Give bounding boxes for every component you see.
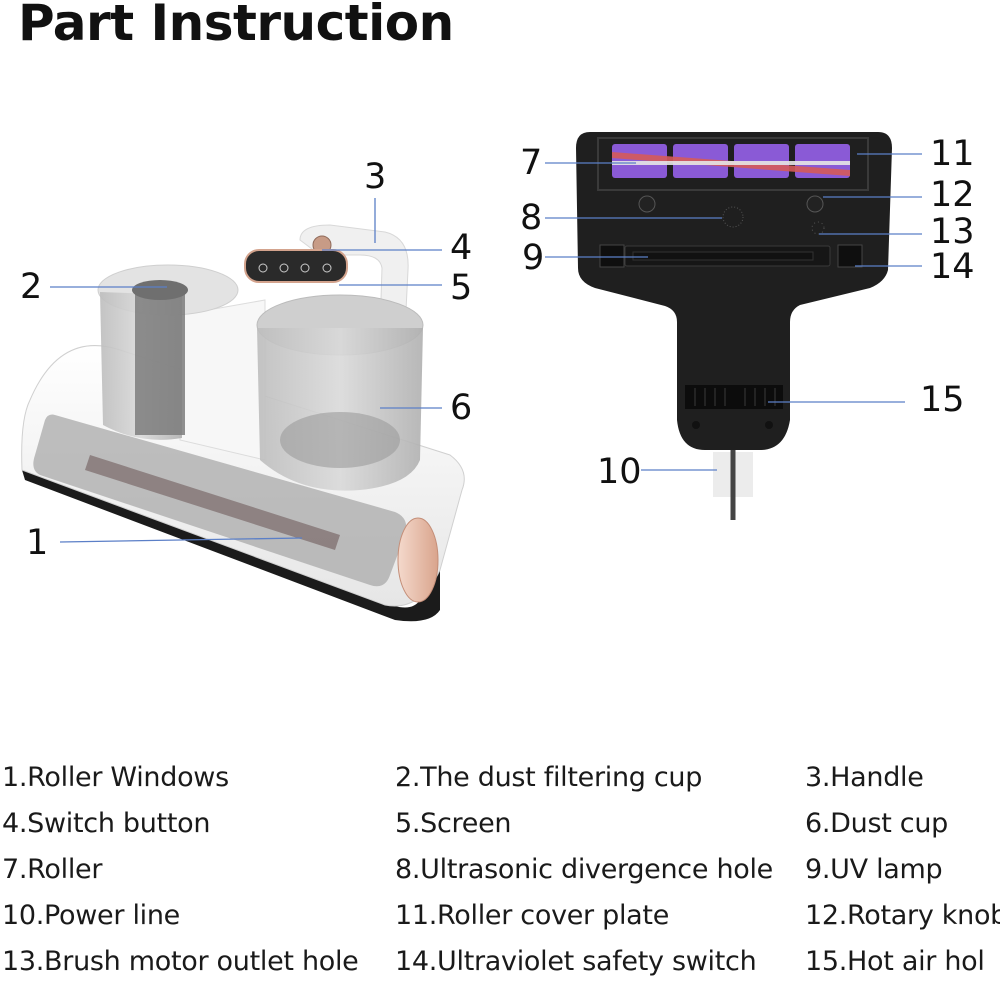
- legend-item: 14.Ultraviolet safety switch: [395, 946, 757, 977]
- mite-cleaner-front-view: [21, 224, 465, 622]
- legend-item: 6.Dust cup: [805, 808, 948, 839]
- leader-lines: [50, 153, 922, 543]
- callout-9: 9: [522, 238, 545, 278]
- legend-item: 12.Rotary knob: [805, 900, 1000, 931]
- filter-core: [135, 290, 185, 435]
- rotary-knob-left: [638, 195, 656, 213]
- callout-11: 11: [930, 134, 975, 174]
- hot-air-vent: [685, 385, 783, 409]
- motor-outlet-hole: [811, 221, 825, 235]
- callout-6: 6: [450, 388, 473, 428]
- roller-inside: [85, 455, 340, 550]
- legend-item: 2.The dust filtering cup: [395, 762, 703, 793]
- callout-5: 5: [450, 268, 473, 308]
- callout-3: 3: [364, 157, 387, 197]
- legend-item: 4.Switch button: [2, 808, 211, 839]
- roller-brush: [612, 144, 850, 178]
- legend-item: 7.Roller: [2, 854, 103, 885]
- legend-item: 13.Brush motor outlet hole: [2, 946, 359, 977]
- callout-15: 15: [920, 380, 965, 420]
- callout-14: 14: [930, 247, 975, 287]
- legend-item: 3.Handle: [805, 762, 924, 793]
- callout-7: 7: [520, 143, 543, 183]
- leader-1: [59, 537, 303, 543]
- callout-13: 13: [930, 212, 975, 252]
- center-pillar: [179, 299, 266, 461]
- legend-item: 9.UV lamp: [805, 854, 943, 885]
- legend-item: 8.Ultrasonic divergence hole: [395, 854, 773, 885]
- legend-item: 10.Power line: [2, 900, 180, 931]
- product-illustration: [21, 132, 922, 622]
- legend-item: 5.Screen: [395, 808, 512, 839]
- rose-gold-end-cap: [397, 517, 439, 603]
- safety-switch: [837, 244, 863, 268]
- callout-12: 12: [930, 175, 975, 215]
- wheel-left: [599, 244, 625, 268]
- legend-item: 15.Hot air hol: [805, 946, 985, 977]
- rotary-knob-right: [806, 195, 824, 213]
- callout-10: 10: [597, 452, 642, 492]
- page-title: Part Instruction: [18, 0, 454, 52]
- control-screen: [244, 249, 348, 283]
- mite-cleaner-bottom-view: [576, 132, 892, 520]
- ultrasonic-hole: [722, 206, 744, 228]
- callout-2: 2: [20, 267, 43, 307]
- callout-1: 1: [26, 523, 49, 563]
- callout-4: 4: [450, 228, 473, 268]
- legend-item: 11.Roller cover plate: [395, 900, 670, 931]
- callout-8: 8: [520, 198, 543, 238]
- legend-item: 1.Roller Windows: [2, 762, 229, 793]
